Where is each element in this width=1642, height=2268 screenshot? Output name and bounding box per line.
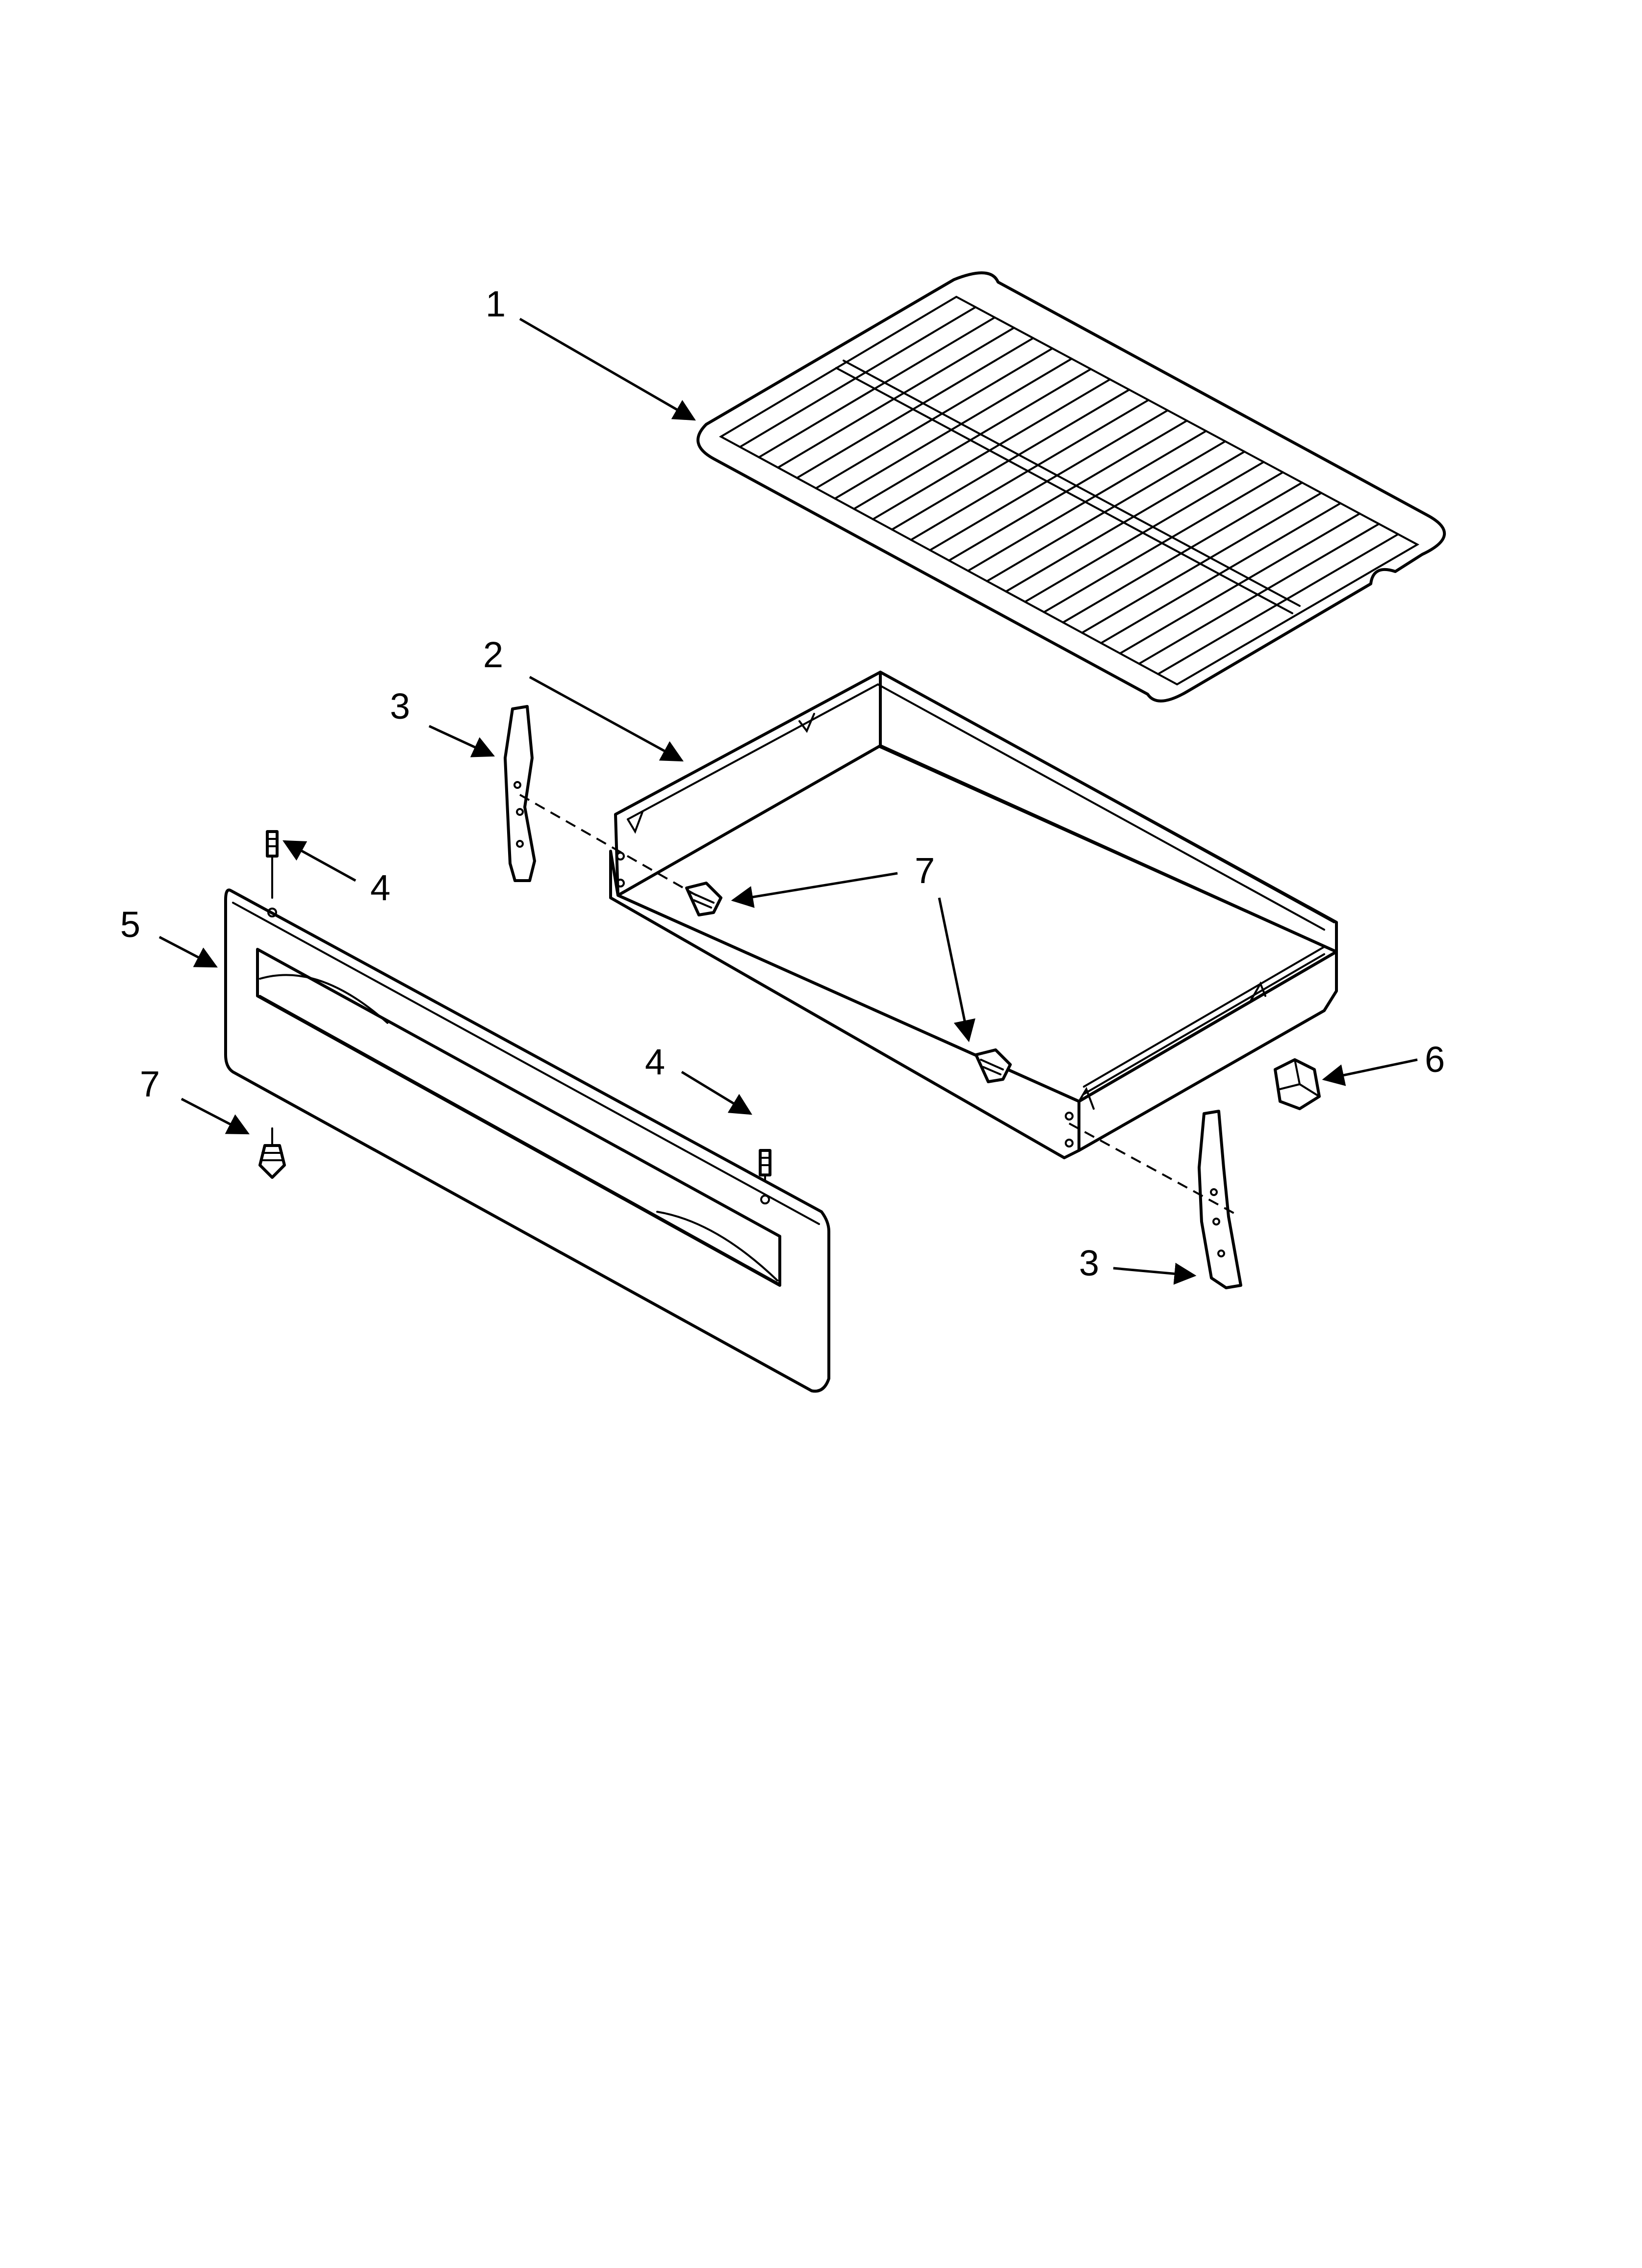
rack-wire — [1043, 471, 1284, 613]
rack-wire — [986, 440, 1227, 582]
rack-wire — [1005, 450, 1246, 593]
screw-drawer-right — [975, 1048, 1012, 1083]
rack-wire — [777, 327, 1015, 469]
stud-right — [759, 1149, 771, 1198]
callout-7-center: 7 — [915, 850, 935, 891]
rack-wire — [739, 306, 977, 448]
rack-wire — [910, 399, 1150, 541]
callout-7-left: 7 — [140, 1064, 160, 1104]
callout-5: 5 — [120, 904, 140, 945]
rack-wire — [853, 368, 1092, 510]
rack-wire — [815, 347, 1053, 490]
rack-wire — [891, 389, 1130, 531]
rack-wire — [872, 378, 1111, 521]
rack-wire — [929, 409, 1169, 551]
assembly-line-left — [519, 794, 697, 896]
leader-lines — [158, 317, 1418, 1285]
callout-6: 6 — [1425, 1039, 1445, 1080]
callout-3-left: 3 — [390, 686, 410, 727]
rack-wire — [1138, 522, 1380, 665]
assembly-line-right — [1069, 1122, 1236, 1215]
callout-1: 1 — [486, 284, 506, 324]
rack-wire — [1081, 492, 1323, 634]
drawer-pan — [609, 671, 1338, 1159]
callout-numbers: 1 2 3 3 4 4 5 6 7 7 — [120, 284, 1445, 1283]
rack-wire — [834, 358, 1073, 500]
rack-wire — [1062, 481, 1303, 624]
rack-wire — [1119, 512, 1361, 654]
rack-wire — [796, 337, 1034, 479]
callout-2: 2 — [483, 634, 503, 675]
oven-rack — [696, 271, 1446, 703]
rack-wire — [948, 419, 1188, 562]
rack-wire — [758, 316, 996, 459]
drawer-slide-right — [1198, 1110, 1242, 1289]
screw-drawer-left — [685, 882, 722, 916]
rack-wire — [1157, 533, 1399, 675]
drawer-clip — [1274, 1058, 1321, 1110]
stud-left — [266, 830, 279, 899]
drawer-slide-left — [504, 705, 536, 882]
callout-3-right: 3 — [1079, 1243, 1099, 1283]
screw-panel — [258, 1127, 286, 1179]
rack-wire — [967, 430, 1207, 572]
callout-4-right: 4 — [645, 1042, 665, 1082]
rack-wire — [1024, 461, 1265, 603]
callout-4-left: 4 — [370, 867, 390, 908]
rack-wire — [1100, 502, 1342, 644]
drawer-front-panel — [224, 888, 830, 1393]
